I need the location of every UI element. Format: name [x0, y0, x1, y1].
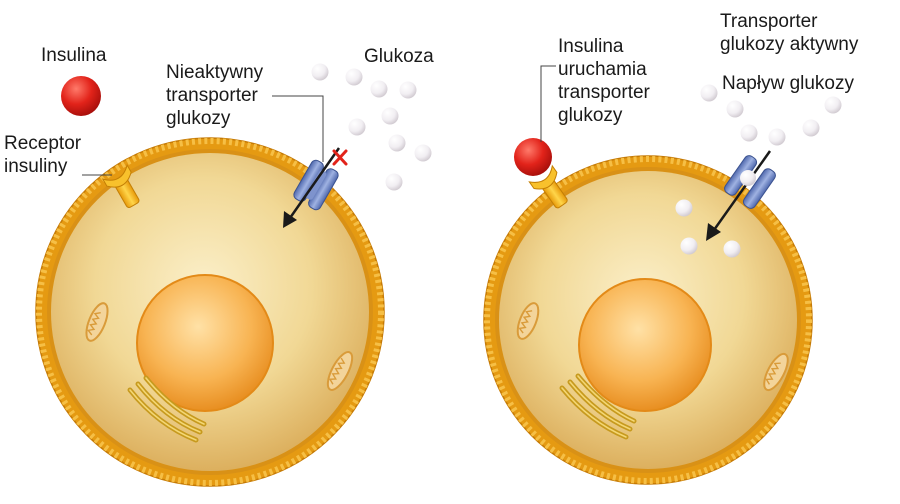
right-insulin-receptor: [528, 164, 568, 209]
left-cell-membrane-beads: [36, 138, 384, 486]
insulin-action-label: Insulina uruchamia transporter glukozy: [558, 35, 650, 127]
left-insulin-receptor: [101, 163, 140, 208]
active-transporter-label-line-1: Transporter: [720, 11, 818, 32]
left-glucose-molecules: [311, 63, 432, 191]
left-golgi-apparatus: [127, 375, 207, 443]
left-cell-nucleus: [136, 274, 274, 412]
receptor-label-line-1: Receptor: [4, 133, 82, 154]
right-golgi-apparatus: [559, 373, 637, 440]
right-cell-nucleus: [578, 278, 712, 412]
left-cell: [35, 63, 432, 487]
right-mitochondrion-2: [763, 352, 789, 392]
legend-insulin-icon: [61, 76, 101, 116]
right-cell: [483, 65, 842, 485]
insulin-legend-label: Insulina: [41, 45, 107, 66]
bound-insulin-icon: [514, 138, 552, 176]
insulin-action-label-line-1: Insulina: [558, 36, 624, 57]
insulin-action-leader-line: [540, 65, 556, 142]
left-mitochondrion-1: [85, 302, 109, 342]
insulin-action-label-line-3: transporter: [558, 82, 650, 103]
insulin-action-label-line-2: uruchamia: [558, 59, 647, 80]
right-glucose-molecules: [675, 84, 842, 258]
inactive-transporter-label-line-2: transporter: [166, 85, 258, 106]
glucose-label: Glukoza: [364, 46, 434, 67]
right-influx-arrow: [706, 150, 772, 241]
active-transporter-label: Transporter glukozy aktywny: [720, 10, 858, 56]
glucose-influx-label: Napływ glukozy: [722, 73, 854, 94]
inactive-transporter-label-line-3: glukozy: [166, 108, 231, 129]
receptor-label: Receptor insuliny: [4, 132, 81, 178]
receptor-label-line-2: insuliny: [4, 156, 68, 177]
active-transporter-label-line-2: glukozy aktywny: [720, 34, 859, 55]
right-cell-membrane-beads: [484, 156, 812, 484]
left-glucose-transporter: [293, 159, 339, 211]
left-blocked-arrow: [283, 147, 341, 228]
insulin-action-label-line-4: glukozy: [558, 105, 623, 126]
left-mitochondrion-2: [326, 351, 354, 391]
inactive-transporter-label-line-1: Nieaktywny: [166, 62, 264, 83]
transporter-leader-line: [272, 95, 324, 162]
inactive-transporter-label: Nieaktywny transporter glukozy: [166, 61, 263, 130]
block-x-icon: [332, 149, 348, 166]
right-mitochondrion-1: [516, 302, 540, 340]
